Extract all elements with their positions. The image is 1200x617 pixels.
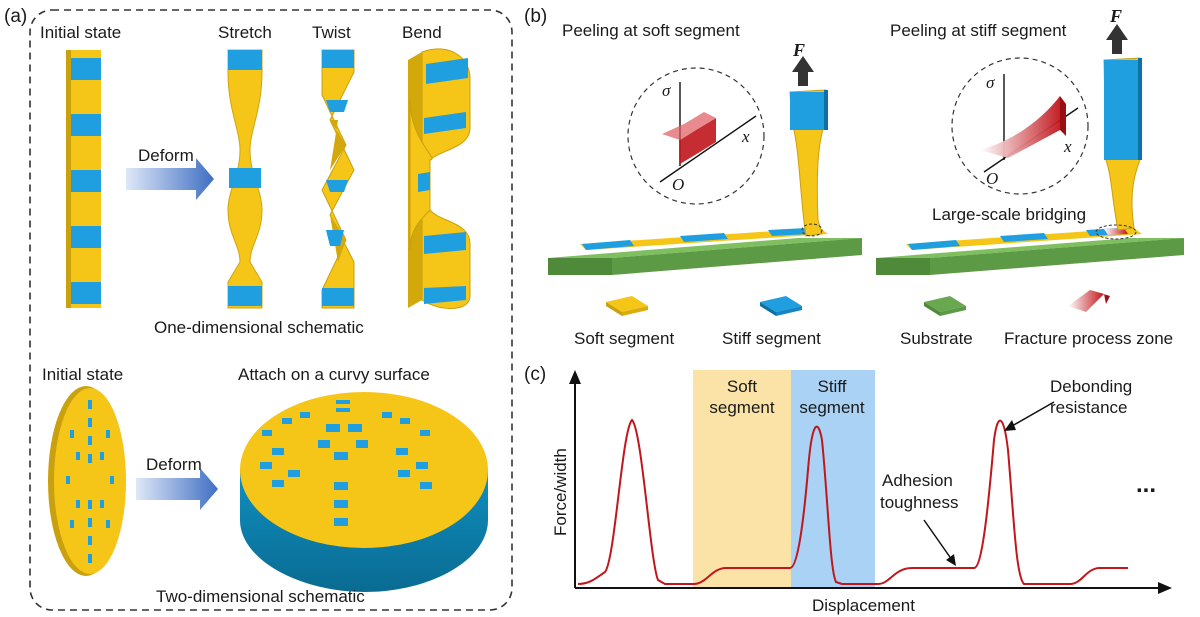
right-x-axis: x — [1063, 137, 1072, 156]
legend-fpz-swatch — [1068, 290, 1110, 312]
plot-axes — [569, 370, 1172, 594]
right-force-label: F — [1109, 6, 1122, 26]
debonding-label-2: resistance — [1050, 398, 1127, 417]
panel-c-label: (c) — [524, 364, 546, 385]
legend-substrate-label: Substrate — [900, 329, 973, 348]
twist-label: Twist — [312, 23, 351, 42]
stretched-strip — [227, 49, 263, 309]
debonding-arrow — [1004, 401, 1055, 431]
panel-b-label: (b) — [524, 6, 547, 27]
initial-strip — [66, 50, 101, 308]
legend-stiff-label: Stiff segment — [722, 329, 821, 348]
deform-arrow-2d — [136, 468, 218, 510]
attach-label: Attach on a curvy surface — [238, 365, 430, 384]
soft-band-label-1: Soft — [727, 377, 758, 396]
left-peeled-strip — [789, 89, 828, 237]
soft-segment-band — [693, 370, 791, 587]
adhesion-label-2: toughness — [880, 493, 958, 512]
left-origin: O — [672, 175, 684, 194]
x-axis-label: Displacement — [812, 596, 915, 615]
left-force-label: F — [792, 40, 805, 60]
right-crack-tip — [1095, 224, 1137, 240]
right-substrate — [876, 238, 1184, 275]
legend-substrate-swatch — [924, 296, 966, 316]
deform-arrow-1d — [126, 158, 214, 200]
initial-state-label: Initial state — [40, 23, 121, 42]
left-peeling-title: Peeling at soft segment — [562, 21, 740, 40]
legend-fpz-label: Fracture process zone — [1004, 329, 1173, 348]
force-curve — [577, 418, 1128, 585]
y-axis-label: Force/width — [551, 448, 570, 536]
soft-band-label-2: segment — [709, 398, 774, 417]
initial-state-2d-label: Initial state — [42, 365, 123, 384]
right-adhered-strip — [906, 228, 1142, 250]
two-d-caption: Two-dimensional schematic — [156, 587, 365, 606]
bridging-label: Large-scale bridging — [932, 205, 1086, 224]
panel-a-label: (a) — [4, 6, 27, 27]
left-sigma: σ — [662, 81, 671, 100]
right-peeled-strip — [1103, 57, 1142, 231]
right-stress-inset — [951, 57, 1089, 195]
twisted-strip — [321, 49, 355, 309]
right-force-arrow — [1106, 24, 1128, 54]
left-crack-tip — [801, 223, 823, 237]
legend-stiff-swatch — [760, 296, 802, 316]
left-adhered-strip — [580, 228, 828, 250]
panel-a-frame — [29, 9, 513, 611]
one-d-caption: One-dimensional schematic — [154, 318, 364, 337]
deform-label-2d: Deform — [146, 455, 202, 474]
bent-strip — [408, 48, 471, 310]
curvy-surface-dome — [240, 392, 488, 592]
legend-soft-label: Soft segment — [574, 329, 674, 348]
right-origin: O — [986, 169, 998, 188]
right-peeling-title: Peeling at stiff segment — [890, 21, 1067, 40]
left-x-axis: x — [741, 127, 750, 146]
stiff-segment-band — [791, 370, 875, 587]
initial-disc — [48, 386, 126, 576]
adhesion-label-1: Adhesion — [882, 471, 953, 490]
debonding-label-1: Debonding — [1050, 377, 1132, 396]
bend-label: Bend — [402, 23, 442, 42]
stiff-band-label-2: segment — [799, 398, 864, 417]
continuation-ellipsis: ... — [1136, 471, 1156, 498]
left-substrate — [548, 238, 862, 275]
stretch-label: Stretch — [218, 23, 272, 42]
right-sigma: σ — [986, 73, 995, 92]
left-stress-inset — [627, 67, 765, 205]
stiff-band-label-1: Stiff — [818, 377, 847, 396]
deform-label-1d: Deform — [138, 146, 194, 165]
adhesion-arrow — [923, 519, 956, 566]
left-force-arrow — [792, 56, 814, 86]
legend-soft-swatch — [606, 296, 648, 316]
